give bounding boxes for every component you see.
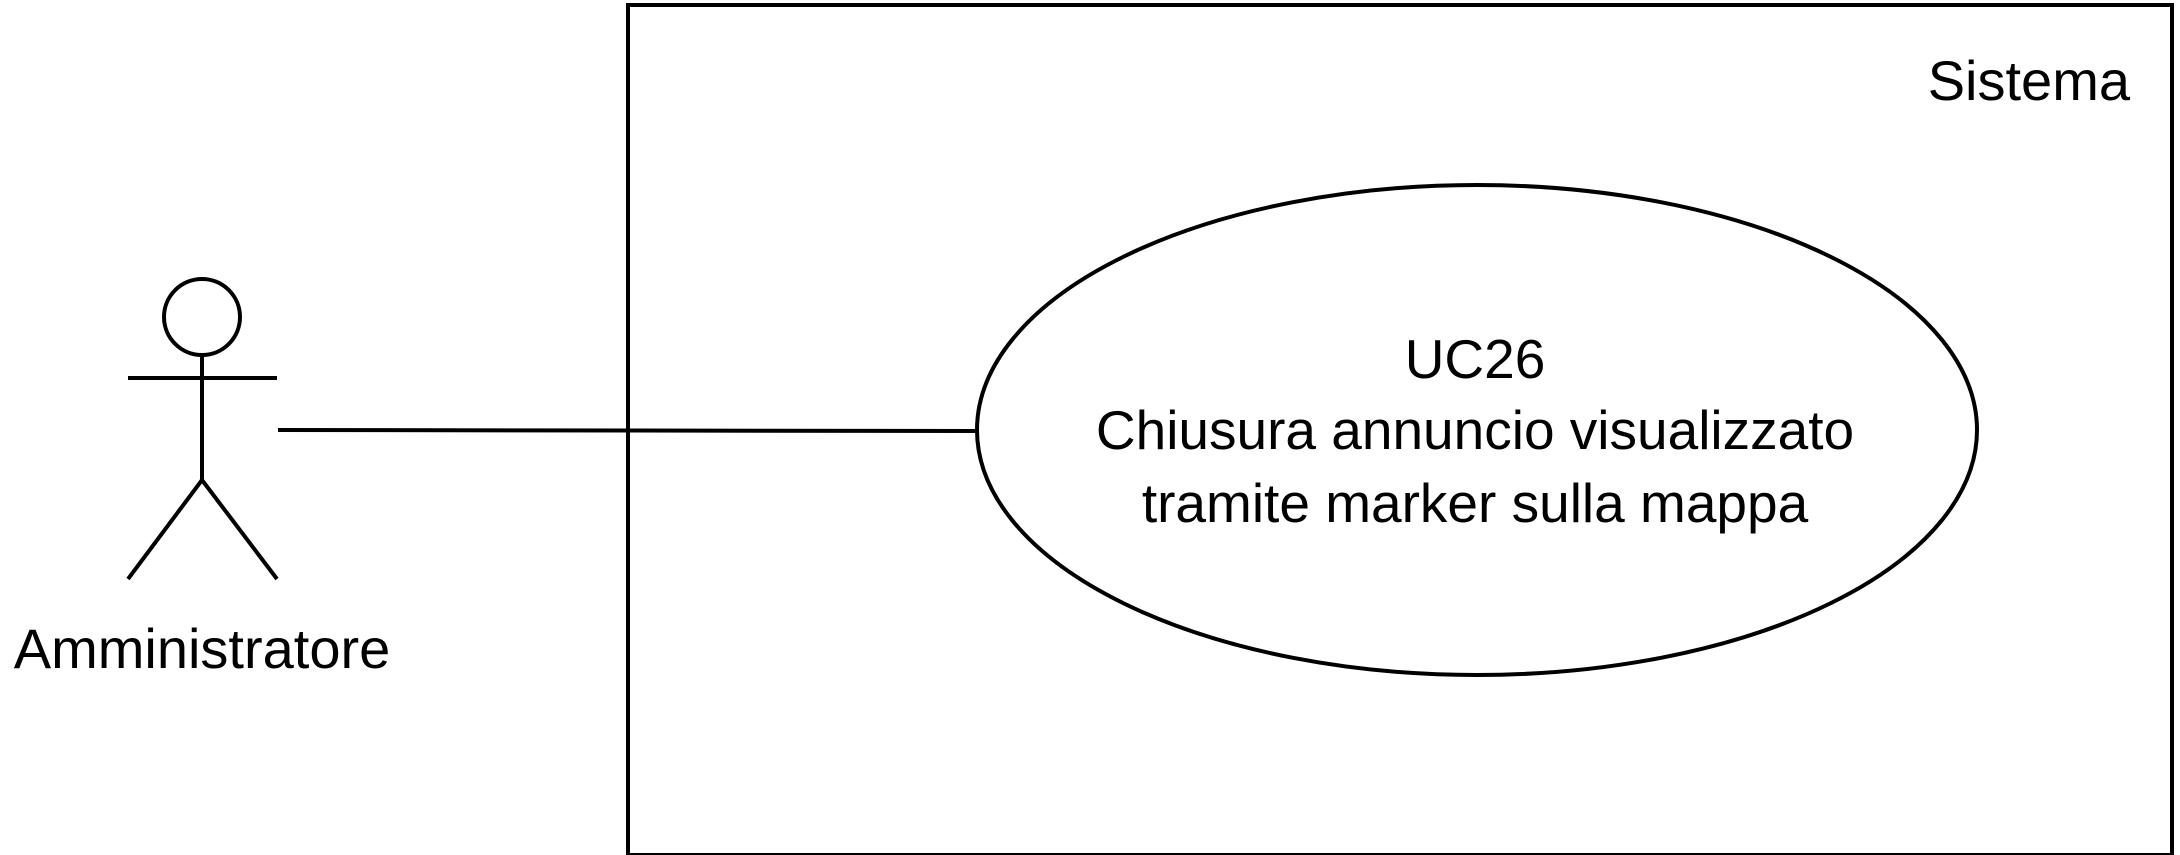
actor-right-leg (200, 478, 279, 581)
association-line (277, 428, 978, 433)
actor-head (162, 277, 242, 357)
actor-label: Amministratore (14, 617, 391, 680)
use-case-uc26: UC26 Chiusura annuncio visualizzato tram… (975, 183, 1979, 677)
actor-administrator: Amministratore (14, 277, 391, 680)
use-case-title-line-1: Chiusura annuncio visualizzato (1096, 399, 1854, 461)
use-case-title-line-2: tramite marker sulla mappa (1142, 472, 1809, 534)
use-case-ellipse (975, 183, 1979, 677)
actor-left-leg (126, 478, 204, 581)
use-case-id: UC26 (1405, 328, 1546, 390)
system-label: Sistema (1928, 49, 2131, 112)
stick-figure-icon (126, 277, 279, 581)
